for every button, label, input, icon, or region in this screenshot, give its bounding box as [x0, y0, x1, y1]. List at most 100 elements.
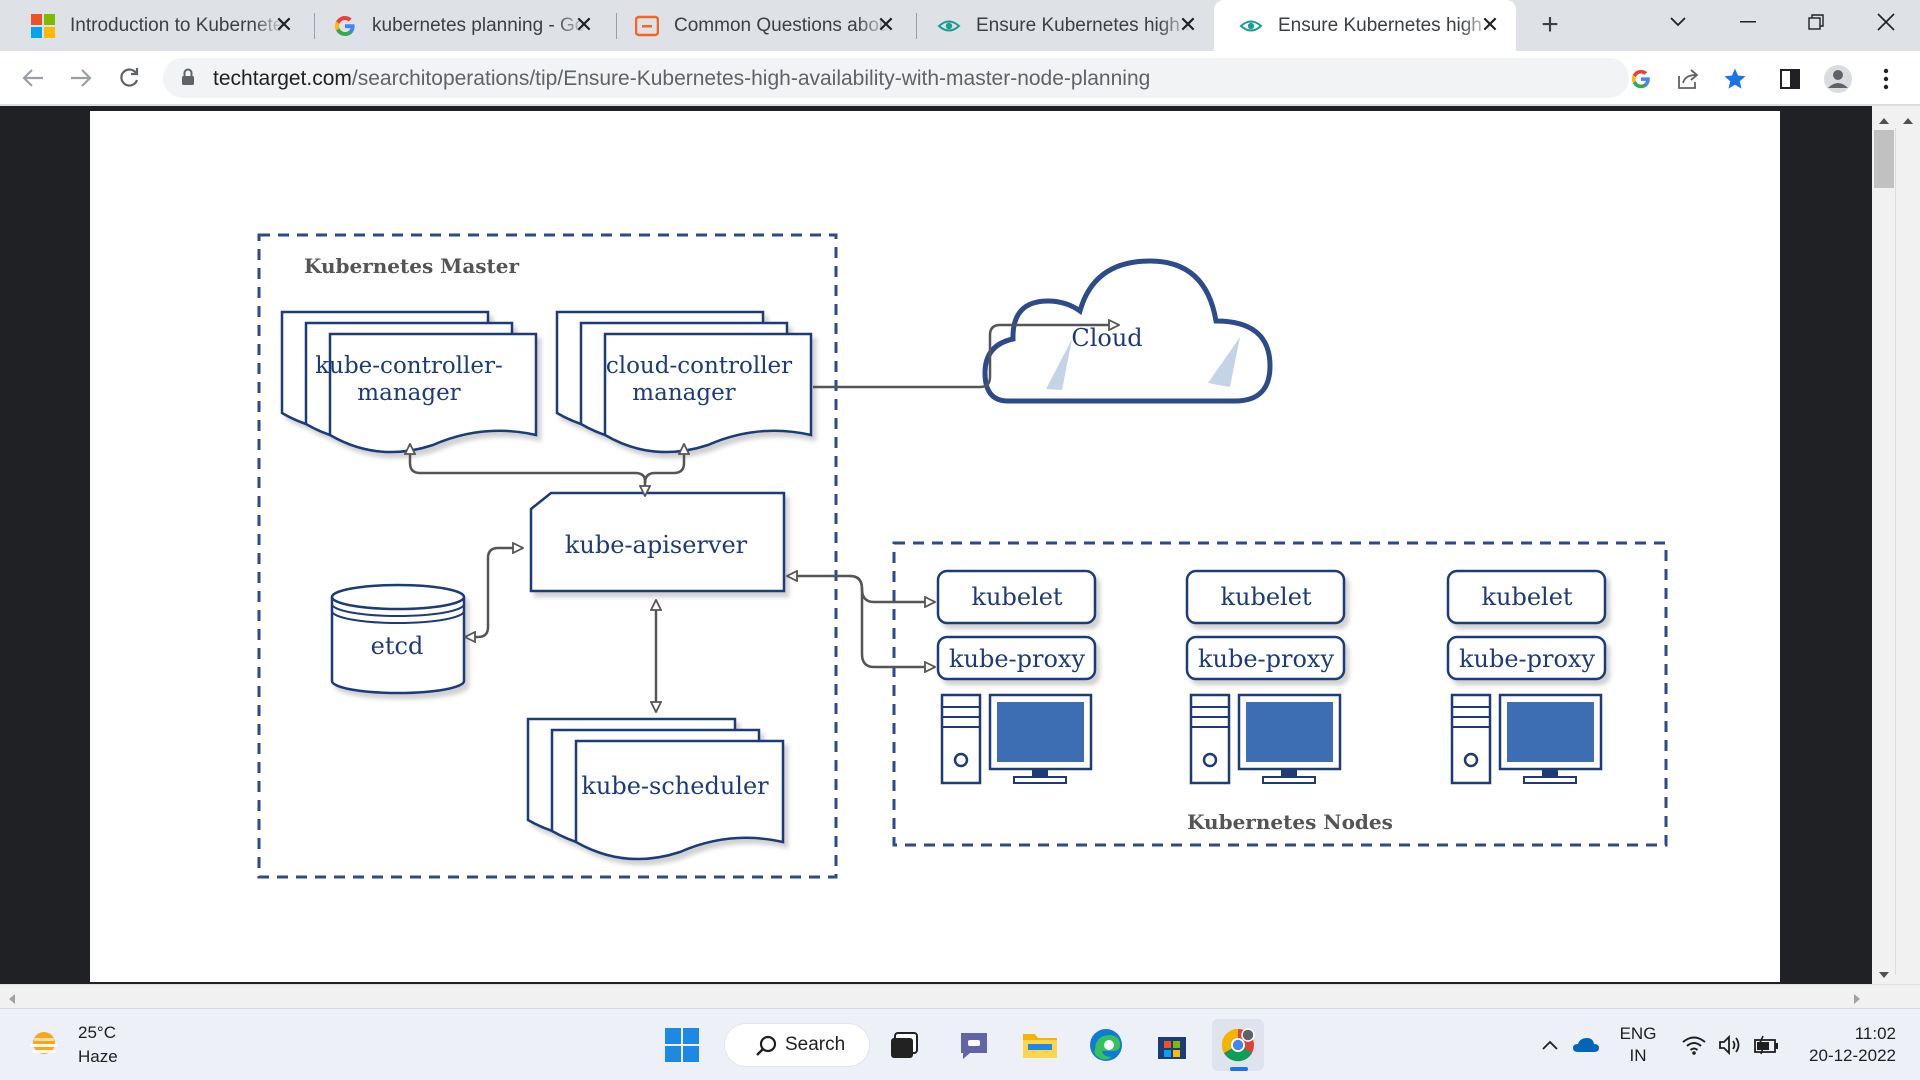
tab-ensure-kubernetes-1[interactable]: Ensure Kubernetes high av ✕ [912, 0, 1214, 51]
page-viewport: Kubernetes Master kube-controller- manag… [0, 106, 1872, 992]
restore-button[interactable] [1786, 0, 1846, 44]
vertical-scrollbar[interactable] [1872, 106, 1920, 998]
weather-temp: 25°C [78, 1023, 116, 1042]
eye-icon [936, 13, 962, 39]
menu-kebab-icon[interactable] [1870, 63, 1902, 95]
bookmark-star-icon[interactable] [1720, 64, 1750, 94]
cloud-label: Cloud [1071, 324, 1142, 352]
region-code: IN [1629, 1046, 1647, 1065]
chrome-taskbar-button[interactable] [1212, 1019, 1264, 1071]
kcm-label-line2: manager [357, 380, 460, 406]
back-button[interactable] [16, 61, 50, 95]
master-boundary [257, 233, 838, 879]
orange-brackets-icon [634, 13, 660, 39]
windows-logo-icon [665, 1028, 699, 1062]
show-hidden-icons-chevron-icon[interactable] [1536, 1031, 1564, 1059]
scheduler-label: kube-scheduler [581, 772, 769, 800]
share-icon[interactable] [1673, 64, 1703, 94]
tab-common-questions[interactable]: Common Questions about ✕ [610, 0, 912, 51]
taskbar: 25°C Haze Search ENG IN [0, 1008, 1920, 1080]
tab-kubernetes-planning[interactable]: kubernetes planning - Google ✕ [308, 0, 610, 51]
kubelet-label: kubelet [1220, 583, 1311, 611]
cloud: Cloud [982, 258, 1273, 404]
taskbar-search[interactable]: Search [724, 1023, 870, 1067]
clock-date: 20-12-2022 [1809, 1046, 1896, 1065]
close-window-button[interactable] [1856, 0, 1916, 44]
tab-ensure-kubernetes-active[interactable]: Ensure Kubernetes high av ✕ [1214, 0, 1516, 51]
weather-widget[interactable]: 25°C Haze [26, 1021, 118, 1069]
search-icon [756, 1035, 777, 1056]
microsoft-store-button[interactable] [1146, 1019, 1198, 1071]
battery-charging-icon[interactable] [1752, 1031, 1780, 1059]
haze-sun-icon [30, 1032, 58, 1054]
tab-title: Ensure Kubernetes high av [976, 14, 1191, 36]
close-tab-icon[interactable]: ✕ [574, 12, 594, 37]
scroll-right-arrow-icon[interactable] [1853, 992, 1861, 1010]
tab-strip: Introduction to Kubernetes ✕ kubernetes … [0, 0, 1920, 51]
tab-separator [616, 13, 617, 39]
clock[interactable]: 11:02 20-12-2022 [1796, 1023, 1896, 1067]
kubelet-label: kubelet [1481, 583, 1572, 611]
master-label: Kubernetes Master [304, 254, 520, 278]
ccm-label-line1: cloud-controller [606, 353, 792, 379]
kubelet-label: kubelet [971, 583, 1062, 611]
scroll-left-arrow-icon[interactable] [8, 992, 16, 1010]
start-button[interactable] [656, 1019, 708, 1071]
new-tab-button[interactable]: + [1541, 8, 1559, 41]
task-view-button[interactable] [878, 1019, 930, 1071]
volume-icon[interactable] [1716, 1031, 1744, 1059]
minimize-button[interactable] [1718, 0, 1778, 44]
kube-controller-manager: kube-controller- manager [280, 310, 538, 454]
tab-title: kubernetes planning - Google [372, 14, 587, 36]
wifi-icon[interactable] [1680, 1031, 1708, 1059]
scrollbar-track[interactable] [1872, 128, 1896, 975]
nodes-label: Kubernetes Nodes [1187, 810, 1393, 834]
address-bar[interactable]: techtarget.com/searchitoperations/tip/En… [163, 58, 1746, 98]
ccm-to-cloud-arrow [813, 325, 1119, 389]
reload-button[interactable] [112, 61, 146, 95]
google-lens-icon[interactable] [1626, 64, 1656, 94]
computer-icon [1189, 693, 1342, 785]
kube-scheduler: kube-scheduler [526, 717, 785, 861]
node-2: kubelet kube-proxy [1185, 569, 1346, 785]
tab-search-button[interactable] [1648, 0, 1708, 44]
side-panel-icon[interactable] [1774, 63, 1806, 95]
chat-app-button[interactable] [948, 1019, 1000, 1071]
browser-toolbar: techtarget.com/searchitoperations/tip/En… [0, 51, 1920, 105]
forward-button[interactable] [64, 61, 98, 95]
apiserver-label: kube-apiserver [565, 531, 748, 559]
ccm-label-line2: manager [632, 380, 735, 406]
folder-icon [1023, 1034, 1057, 1058]
close-tab-icon[interactable]: ✕ [1480, 12, 1500, 37]
horizontal-scrollbar[interactable] [0, 984, 1920, 1008]
scrollbar-thumb[interactable] [1874, 130, 1894, 188]
kubernetes-architecture-diagram: Kubernetes Master kube-controller- manag… [257, 233, 1668, 879]
close-tab-icon[interactable]: ✕ [1178, 12, 1198, 37]
language-code: ENG [1619, 1024, 1657, 1043]
tab-introduction[interactable]: Introduction to Kubernetes ✕ [6, 0, 310, 51]
kube-proxy-label: kube-proxy [1198, 645, 1334, 673]
etcd-database: etcd [330, 583, 466, 695]
edge-browser-button[interactable] [1080, 1019, 1132, 1071]
language-indicator[interactable]: ENG IN [1618, 1023, 1658, 1067]
google-icon [332, 13, 358, 39]
kcm-label-line1: kube-controller- [315, 353, 503, 379]
file-explorer-button[interactable] [1014, 1019, 1066, 1071]
search-label: Search [785, 1034, 846, 1055]
lock-icon[interactable] [181, 68, 195, 91]
cloud-controller-manager: cloud-controller manager [555, 310, 813, 454]
profile-avatar-icon[interactable] [1822, 63, 1854, 95]
teams-chat-icon [961, 1033, 987, 1059]
outer-scroll-up-arrow-icon[interactable] [1902, 112, 1914, 130]
close-tab-icon[interactable]: ✕ [876, 12, 896, 37]
computer-icon [940, 693, 1093, 785]
task-view-icon [891, 1032, 918, 1058]
tab-separator [314, 13, 315, 39]
onedrive-cloud-icon[interactable] [1572, 1031, 1600, 1059]
url-text[interactable]: techtarget.com/searchitoperations/tip/En… [213, 67, 1151, 90]
scroll-down-arrow-icon[interactable] [1878, 966, 1890, 984]
close-tab-icon[interactable]: ✕ [274, 12, 294, 37]
apiserver-to-nodes-arrows [787, 576, 935, 667]
scroll-up-arrow-icon[interactable] [1878, 112, 1890, 130]
chrome-icon [1221, 1028, 1255, 1062]
